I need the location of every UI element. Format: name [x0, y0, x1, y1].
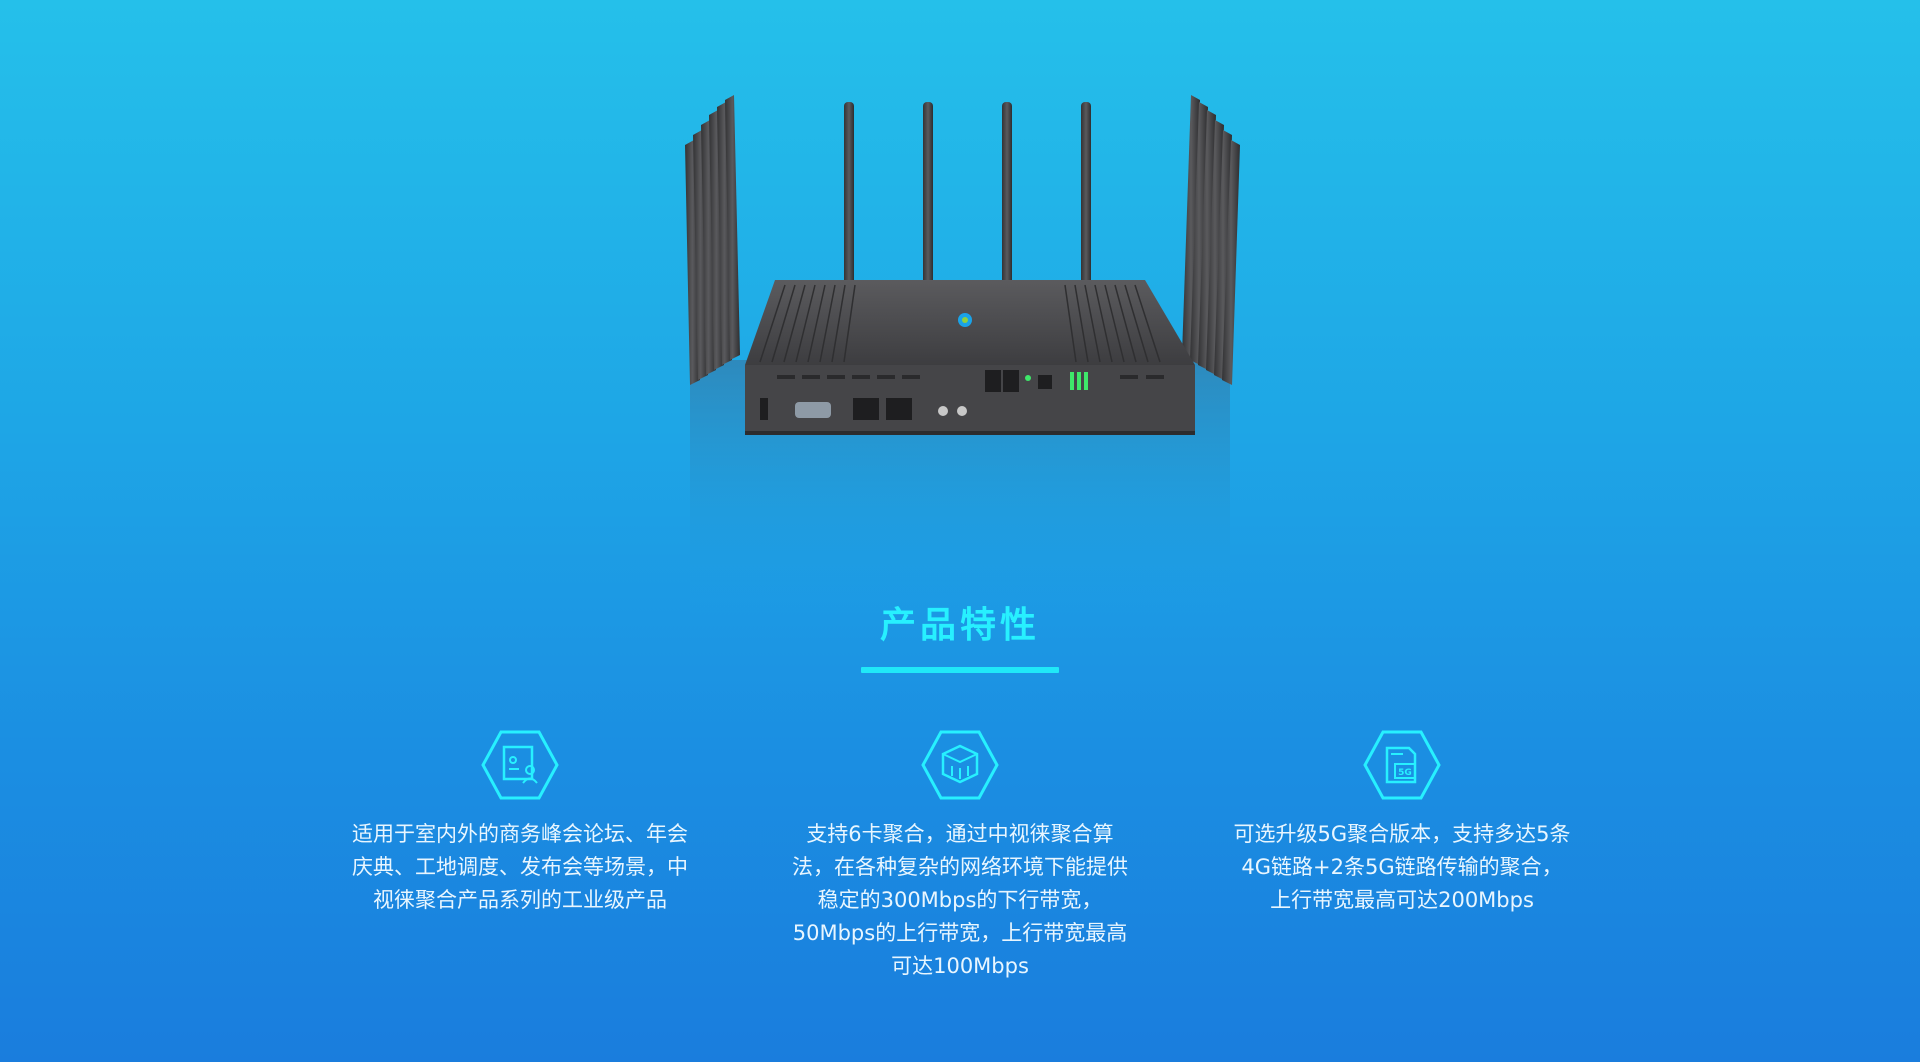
- usb-port: [760, 398, 768, 420]
- status-led: [1025, 375, 1031, 381]
- feature-description: 适用于室内外的商务峰会论坛、年会庆典、工地调度、发布会等场景，中视徕聚合产品系列…: [352, 822, 688, 912]
- left-antennas: [685, 95, 740, 385]
- mode-switch: [1003, 370, 1019, 392]
- audio-jack-2: [957, 406, 967, 416]
- section-title: 产品特性: [879, 605, 1040, 646]
- port-labels: [777, 375, 1164, 379]
- feature-item: 支持6卡聚合，通过中视徕聚合算法，在各种复杂的网络环境下能提供稳定的300Mbp…: [790, 730, 1130, 983]
- sim-5g-icon: 5G: [1363, 730, 1441, 800]
- svg-text:5G: 5G: [1398, 768, 1412, 778]
- product-image: [660, 80, 1260, 620]
- feature-description: 支持6卡聚合，通过中视徕聚合算法，在各种复杂的网络环境下能提供稳定的300Mbp…: [792, 822, 1128, 978]
- router-illustration: [685, 95, 1240, 620]
- title-underline: [861, 667, 1059, 673]
- user-card-icon: [481, 730, 559, 800]
- dc-port: [1038, 375, 1052, 389]
- feature-item: 适用于室内外的商务峰会论坛、年会庆典、工地调度、发布会等场景，中视徕聚合产品系列…: [350, 730, 690, 917]
- signal-leds: [1070, 372, 1088, 390]
- feature-description: 可选升级5G聚合版本，支持多达5条4G链路+2条5G链路传输的聚合，上行带宽最高…: [1233, 822, 1571, 912]
- audio-jack-1: [938, 406, 948, 416]
- top-antennas: [844, 102, 1091, 292]
- right-antennas: [1182, 95, 1240, 385]
- cube-box-icon: [921, 730, 999, 800]
- power-switch: [985, 370, 1001, 392]
- brand-logo: [958, 313, 972, 327]
- heat-sink: [759, 284, 1161, 363]
- lan-port: [853, 398, 879, 420]
- wan-port: [886, 398, 912, 420]
- vga-port: [795, 402, 831, 418]
- feature-item: 5G 可选升级5G聚合版本，支持多达5条4G链路+2条5G链路传输的聚合，上行带…: [1232, 730, 1572, 917]
